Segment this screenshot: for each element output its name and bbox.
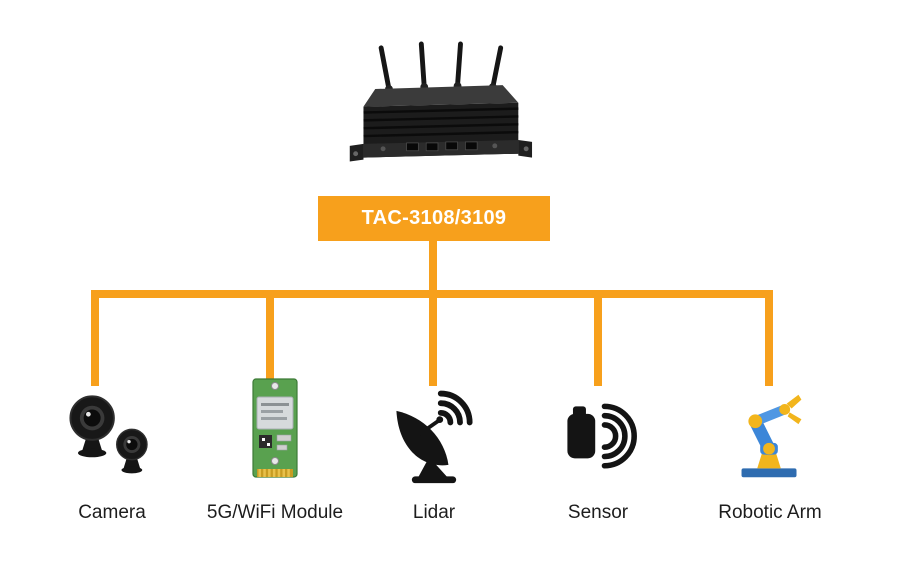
sensor-waves-icon	[567, 403, 637, 469]
connector-drop-sensor	[594, 290, 602, 386]
node-wifi-module: 5G/WiFi Module	[185, 372, 365, 524]
model-label-box: TAC-3108/3109	[318, 196, 550, 241]
node-lidar: Lidar	[344, 372, 524, 524]
embedded-box-pc-image	[349, 41, 533, 162]
model-label: TAC-3108/3109	[361, 207, 507, 229]
connector-drop-lidar	[429, 290, 437, 386]
robotic-arm-icon	[741, 394, 802, 478]
webcam-icon	[69, 395, 148, 474]
wifi-module-icon	[252, 378, 298, 478]
node-label-lidar: Lidar	[412, 502, 456, 523]
connector-stem	[429, 241, 437, 294]
node-label-sensor: Sensor	[567, 502, 629, 523]
node-label-wifi-module: 5G/WiFi Module	[206, 502, 344, 523]
lidar-dish-icon	[396, 390, 473, 484]
connector-drop-arm	[765, 290, 773, 386]
connector-drop-camera	[91, 290, 99, 386]
connector-drop-module	[266, 290, 274, 386]
node-label-robotic-arm: Robotic Arm	[718, 502, 822, 523]
node-robotic-arm: Robotic Arm	[680, 372, 860, 524]
node-label-camera: Camera	[78, 502, 146, 523]
node-sensor: Sensor	[508, 372, 688, 524]
node-camera: Camera	[22, 372, 202, 524]
antenna-icon	[378, 41, 504, 92]
